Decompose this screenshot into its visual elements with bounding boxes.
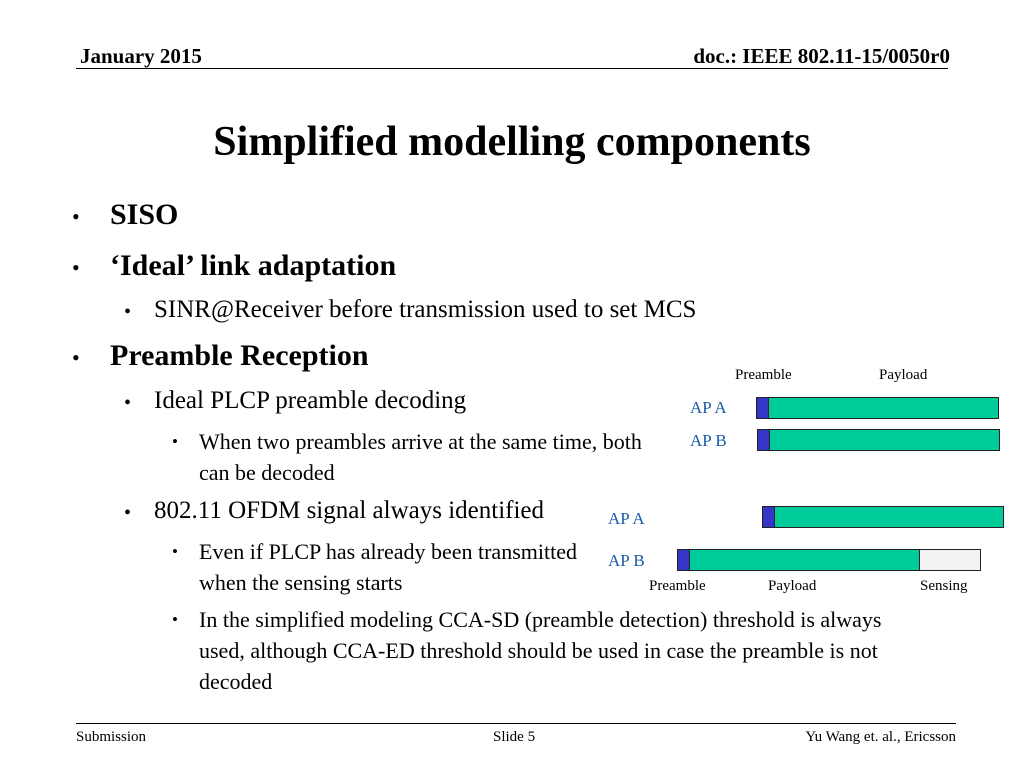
bullet-even-if: Even if PLCP has already been transmitte… <box>199 539 577 595</box>
top-ap-a-payload-block <box>768 397 999 419</box>
diagram-top-payload-label: Payload <box>879 367 928 383</box>
bullet-siso: SISO <box>110 198 179 231</box>
footer-divider <box>76 723 956 724</box>
bottom-ap-b-sensing-block <box>919 549 981 571</box>
footer-submission: Submission <box>76 729 147 745</box>
slide-title: Simplified modelling components <box>213 119 811 165</box>
bullet-cca: In the simplified modeling CCA-SD (pream… <box>199 607 882 694</box>
footer-author: Yu Wang et. al., Ericsson <box>805 729 956 745</box>
bullet-marker: • <box>172 610 178 629</box>
bottom-ap-a-payload-block <box>774 506 1004 528</box>
bullet-link-sub: SINR@Receiver before transmission used t… <box>154 296 697 323</box>
bullet-marker: • <box>124 502 132 524</box>
diagram-bottom-payload-label: Payload <box>768 578 817 594</box>
bullet-preamble-reception: Preamble Reception <box>110 339 369 372</box>
bullet-marker: • <box>72 204 80 229</box>
header-divider <box>76 68 948 69</box>
diagram-top-ap-b-label: AP B <box>690 431 727 450</box>
bullet-marker: • <box>124 392 132 414</box>
diagram-top-ap-a-label: AP A <box>690 398 727 417</box>
diagram-top-preamble-label: Preamble <box>735 367 792 383</box>
bullet-marker: • <box>172 542 178 561</box>
bullet-plcp: Ideal PLCP preamble decoding <box>154 387 467 414</box>
diagram-bottom-ap-b-label: AP B <box>608 551 645 570</box>
diagram-bottom-preamble-label: Preamble <box>649 578 706 594</box>
bullet-marker: • <box>124 301 132 323</box>
bullet-marker: • <box>72 255 80 280</box>
bullet-link-adaptation: ‘Ideal’ link adaptation <box>110 249 397 282</box>
bullet-two-preambles: When two preambles arrive at the same ti… <box>199 429 642 485</box>
header-date: January 2015 <box>80 44 202 68</box>
footer-slide-number: Slide 5 <box>493 729 536 745</box>
top-ap-b-payload-block <box>769 429 1000 451</box>
bullet-marker: • <box>172 432 178 451</box>
bullet-ofdm: 802.11 OFDM signal always identified <box>154 497 545 524</box>
diagram-bottom-sensing-label: Sensing <box>920 578 968 594</box>
diagram-bottom-ap-a-label: AP A <box>608 509 645 528</box>
bullet-marker: • <box>72 345 80 370</box>
bottom-ap-b-payload-block <box>689 549 921 571</box>
header-doc-id: doc.: IEEE 802.11-15/0050r0 <box>693 44 950 68</box>
